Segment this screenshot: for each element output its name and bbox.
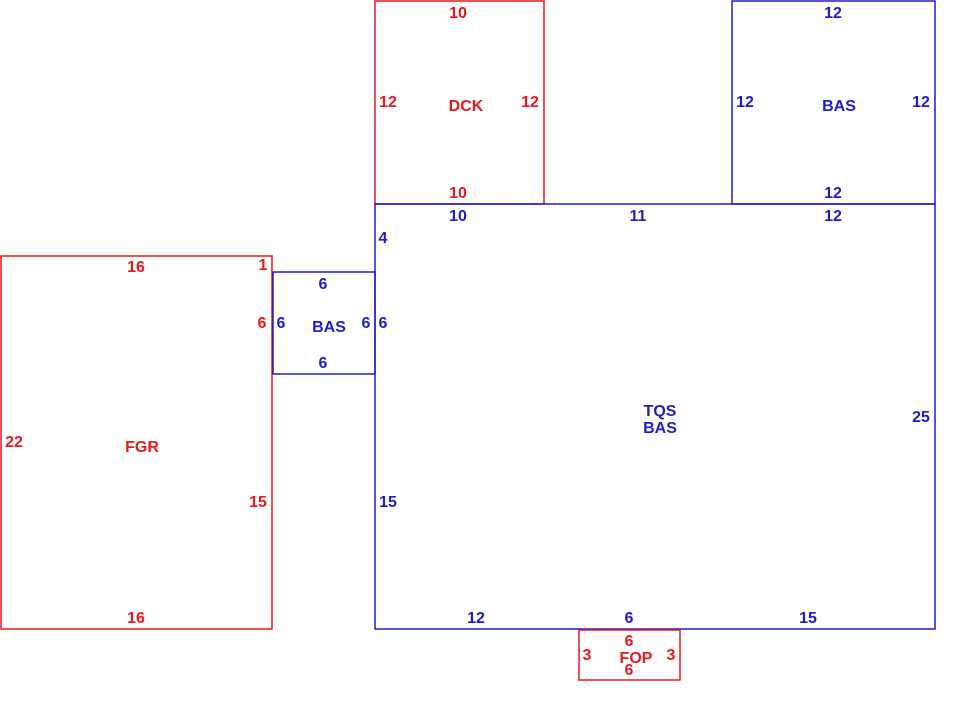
- dck-dim-right: 12: [521, 94, 539, 111]
- main-dim-bottom-3: 15: [799, 610, 817, 627]
- area-dck: 10 12 12 10 DCK: [374, 0, 545, 205]
- main-dim-top-1: 10: [449, 208, 467, 225]
- main-dim-left-lower: 15: [379, 494, 397, 511]
- fgr-dim-notch-side: 6: [258, 315, 267, 332]
- main-label-tqs: TQS: [644, 403, 677, 420]
- main-dim-bottom-2: 6: [625, 610, 634, 627]
- bas-small-dim-left: 6: [277, 315, 286, 332]
- main-dim-bottom-1: 12: [467, 610, 485, 627]
- bas-small-dim-top: 6: [319, 276, 328, 293]
- dck-dim-bottom: 10: [449, 185, 467, 202]
- dck-dim-left: 12: [379, 94, 397, 111]
- main-dim-right: 25: [912, 409, 930, 426]
- bas-top-label: BAS: [822, 98, 856, 115]
- fgr-label: FGR: [125, 439, 159, 456]
- bas-small-label: BAS: [312, 319, 346, 336]
- fop-dim-bottom: 6: [625, 662, 634, 679]
- bas-top-dim-top: 12: [824, 5, 842, 22]
- bas-small-dim-bottom: 6: [319, 355, 328, 372]
- bas-top-dim-bottom: 12: [824, 185, 842, 202]
- fgr-dim-top: 16: [127, 259, 145, 276]
- main-dim-top-3: 12: [824, 208, 842, 225]
- bas-small-dim-right: 6: [362, 315, 371, 332]
- dck-dim-top: 10: [449, 5, 467, 22]
- main-outline: [374, 203, 936, 630]
- bas-top-dim-left: 12: [736, 94, 754, 111]
- fop-dim-right: 3: [667, 647, 676, 664]
- fop-outline: [578, 629, 681, 681]
- dck-label: DCK: [449, 98, 484, 115]
- fgr-dim-notch-top: 1: [259, 257, 268, 274]
- fgr-dim-bottom: 16: [127, 610, 145, 627]
- main-dim-left-upper: 4: [379, 230, 388, 247]
- fgr-dim-left: 22: [5, 434, 23, 451]
- fgr-outline: [0, 255, 273, 630]
- fgr-dim-right: 15: [249, 494, 267, 511]
- fop-dim-left: 3: [583, 647, 592, 664]
- main-label-bas: BAS: [643, 420, 677, 437]
- area-bas-small: 6 6 6 6 BAS: [272, 271, 376, 375]
- bas-top-dim-right: 12: [912, 94, 930, 111]
- area-main: 10 11 12 4 6 15 25 12 6 15 TQS BAS: [374, 203, 936, 630]
- main-dim-left-mid: 6: [379, 315, 388, 332]
- fop-dim-top: 6: [625, 633, 634, 650]
- area-bas-top: 12 12 12 12 BAS: [731, 0, 936, 205]
- main-dim-top-2: 11: [630, 208, 647, 225]
- area-fgr: 16 1 6 22 15 16 FGR: [0, 255, 273, 630]
- fop-label: FOP: [620, 650, 653, 667]
- area-fop: 6 3 3 6 FOP: [578, 629, 681, 681]
